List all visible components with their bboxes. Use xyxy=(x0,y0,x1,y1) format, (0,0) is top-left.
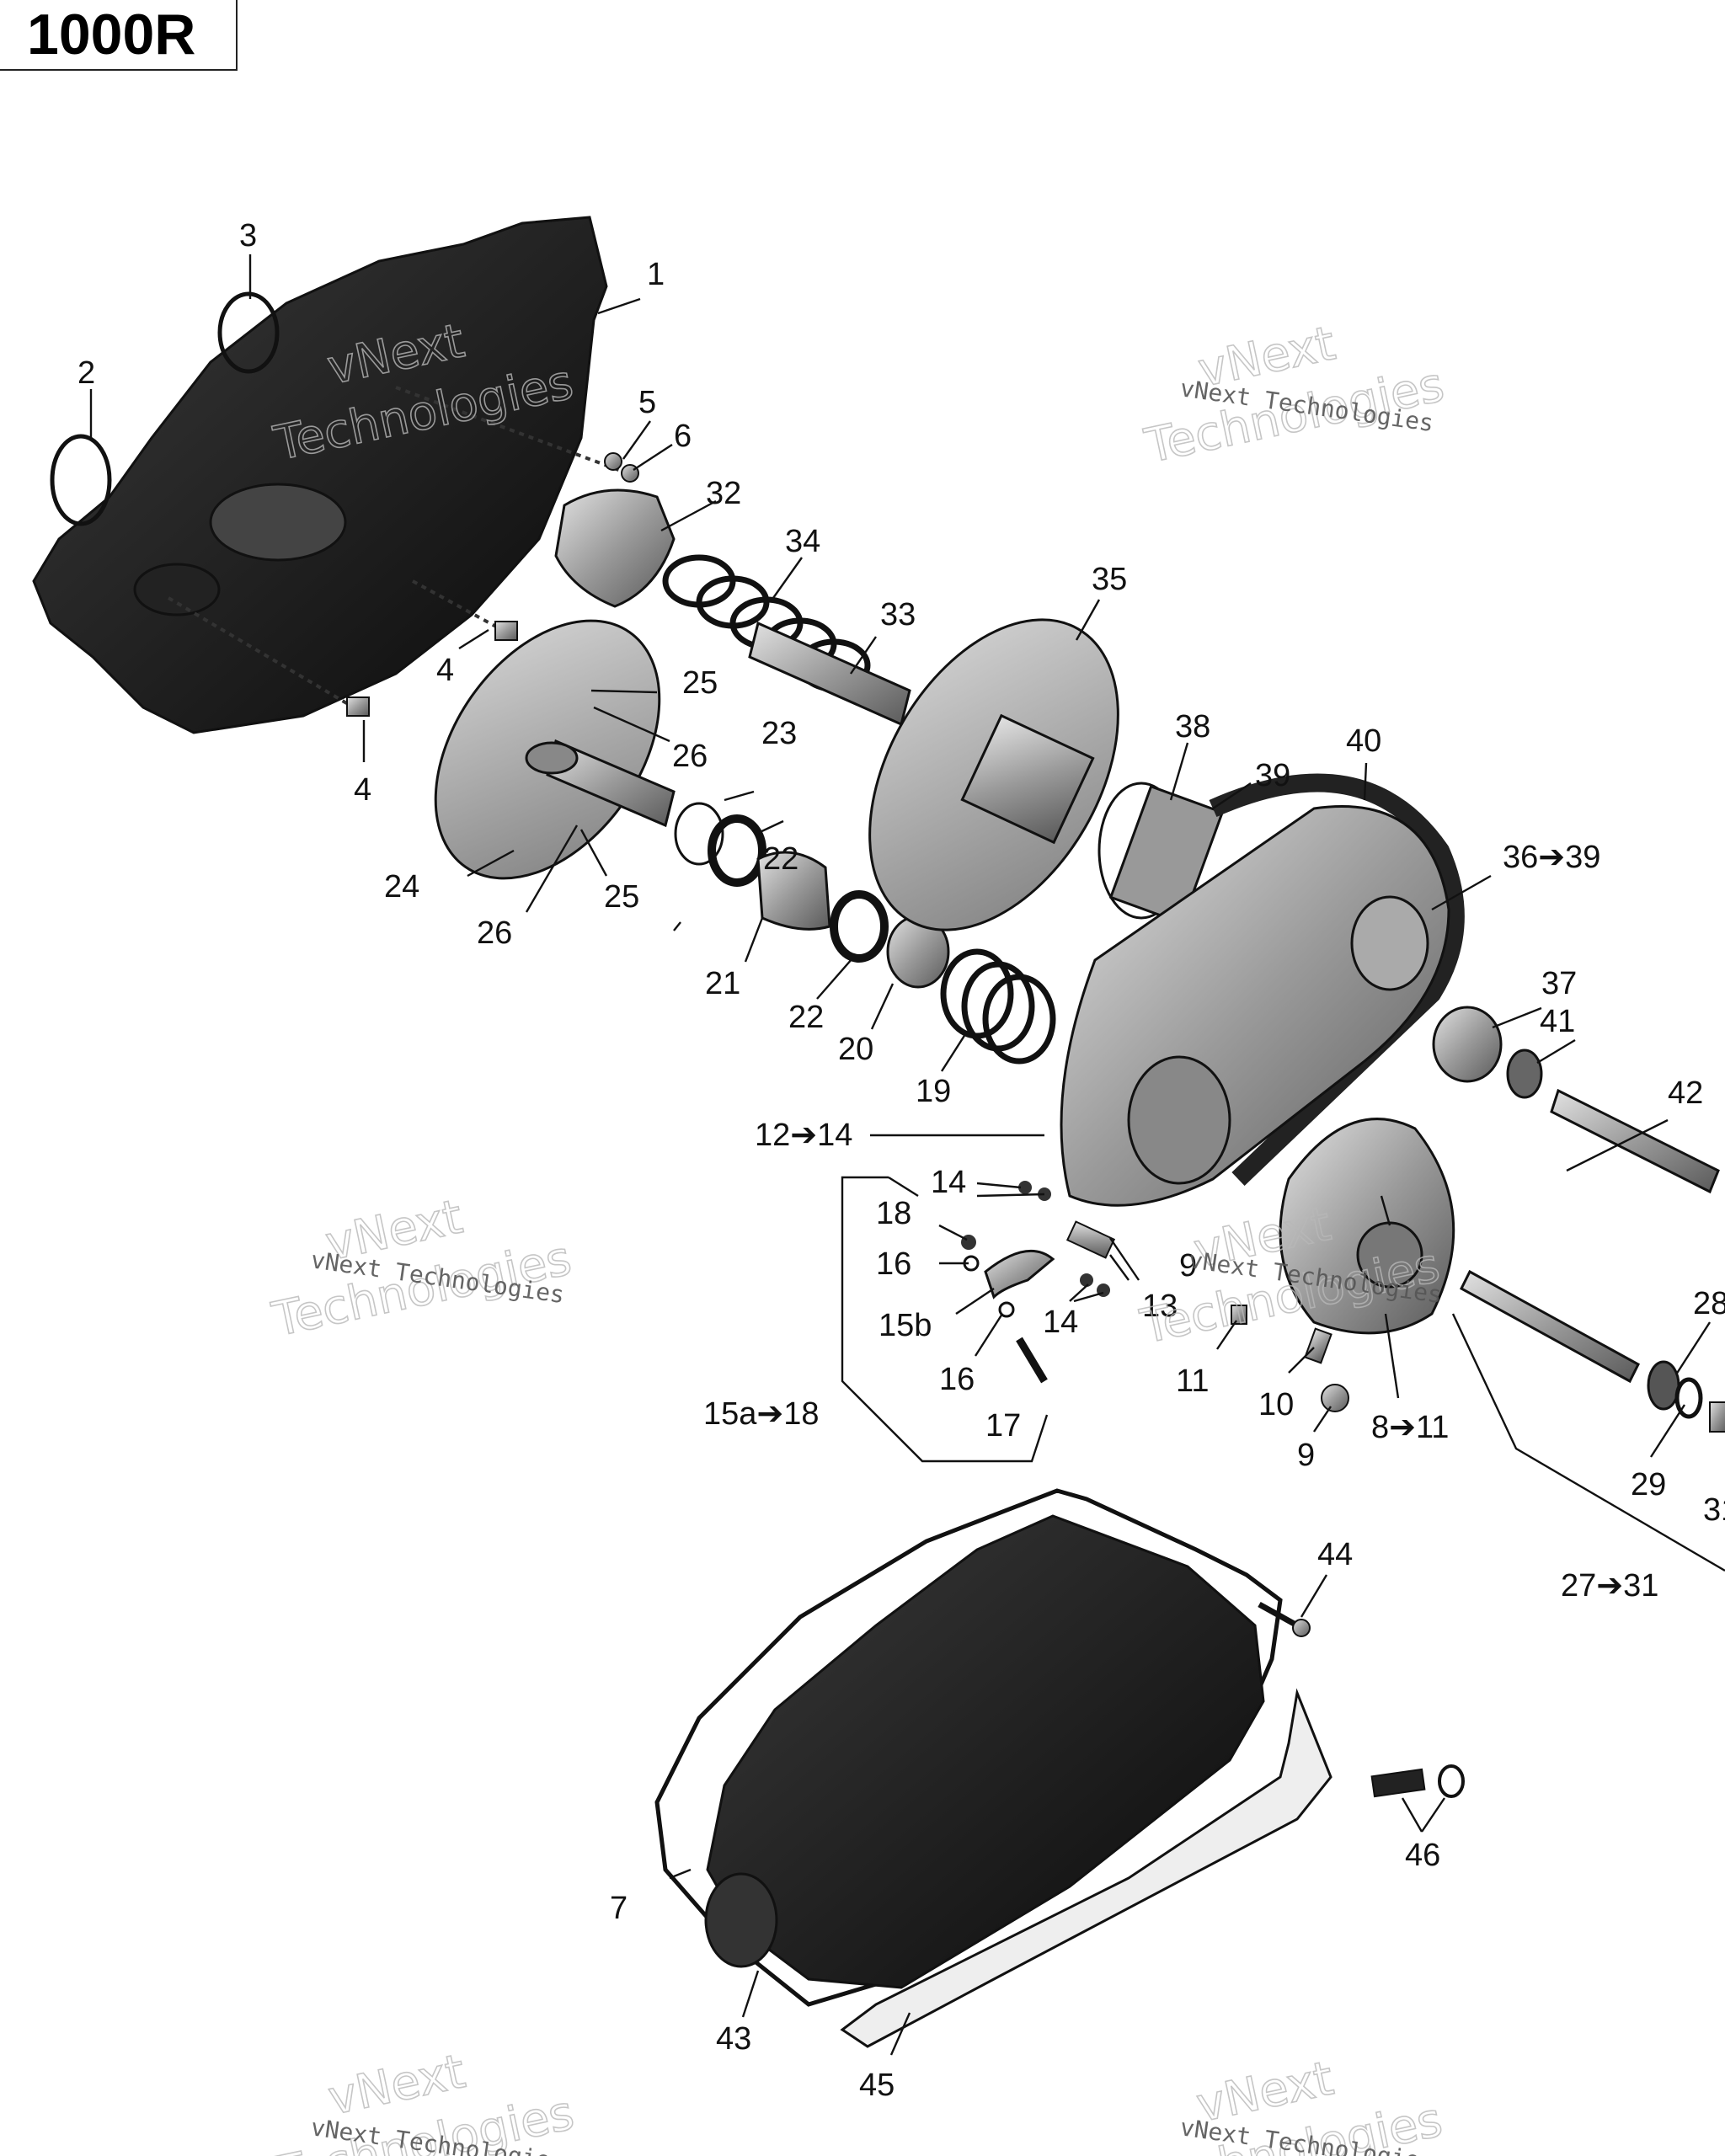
part-lever-group-13-18 xyxy=(961,1181,1116,1384)
callout: 41 xyxy=(1540,1004,1575,1039)
callout: 7 xyxy=(610,1891,628,1926)
part-fixed-sheave-24 xyxy=(434,619,676,880)
callout: 12➔14 xyxy=(755,1118,852,1153)
callout: 22 xyxy=(763,841,798,877)
bracket-15a-18-top xyxy=(888,1176,919,1198)
part-o-ring-3 xyxy=(217,291,280,374)
part-screws-4 xyxy=(167,579,518,717)
callout: 17 xyxy=(985,1408,1021,1444)
callout: 9 xyxy=(1179,1248,1197,1283)
part-cap-32 xyxy=(554,488,676,608)
part-washer-22b xyxy=(830,890,889,963)
callout: 24 xyxy=(384,869,419,905)
leader-lines xyxy=(89,254,1712,2056)
part-movable-sheave-35 xyxy=(868,618,1119,931)
callout: 20 xyxy=(838,1032,873,1067)
part-hose-46 xyxy=(1370,1764,1465,1798)
callout: 4 xyxy=(354,772,371,808)
callout: 28 xyxy=(1693,1286,1725,1321)
part-o-ring-2 xyxy=(50,434,112,526)
part-spring-19 xyxy=(940,948,1056,1065)
part-shaft-27 xyxy=(1460,1269,1725,1433)
callout: 27➔31 xyxy=(1561,1568,1658,1604)
callout: 13 xyxy=(1142,1289,1178,1324)
callout-labels: 1 2 3 4 4 5 6 7 8➔11 9 9 10 11 12➔14 13 … xyxy=(77,218,1725,2103)
callout: 37 xyxy=(1541,966,1577,1001)
bracket-27-31 xyxy=(1451,1313,1725,1572)
callout: 15a➔18 xyxy=(703,1396,820,1432)
part-circlip-23 xyxy=(674,802,724,866)
callout: 46 xyxy=(1405,1838,1440,1873)
part-drive-sheave-36 xyxy=(1060,805,1450,1207)
callout: 34 xyxy=(785,524,820,559)
callout: 16 xyxy=(876,1246,911,1282)
callout: 25 xyxy=(604,879,639,915)
callout: 2 xyxy=(77,355,95,391)
callout: 42 xyxy=(1668,1075,1703,1111)
callout: 44 xyxy=(1317,1537,1353,1572)
callout: 3 xyxy=(239,218,257,253)
callout: 25 xyxy=(682,665,718,701)
callout: 40 xyxy=(1346,723,1381,759)
callout: 21 xyxy=(705,966,740,1001)
part-washer-22a xyxy=(708,814,766,887)
part-belt-40 xyxy=(1209,773,1465,1186)
part-spider-8 xyxy=(1279,1118,1455,1335)
callout: 18 xyxy=(876,1196,911,1231)
part-inner-cover-43 xyxy=(704,1514,1265,1989)
callout: 45 xyxy=(859,2068,895,2103)
part-roller-9 xyxy=(1321,1384,1349,1412)
callout: 10 xyxy=(1258,1387,1294,1422)
callout: 1 xyxy=(647,257,665,292)
callout: 4 xyxy=(436,653,454,688)
part-bolt-42 xyxy=(1550,1088,1720,1194)
callout: 31 xyxy=(1703,1492,1725,1528)
part-bushing-11 xyxy=(1231,1305,1247,1325)
callout: 6 xyxy=(674,419,692,454)
part-bearing-37 xyxy=(1432,1006,1503,1083)
callout: 22 xyxy=(788,1000,824,1035)
callout: 14 xyxy=(1043,1305,1078,1340)
part-gasket-7 xyxy=(654,1488,1283,2007)
callout: 19 xyxy=(916,1074,951,1109)
callout: 38 xyxy=(1175,709,1210,744)
callout: 5 xyxy=(638,385,656,420)
callout: 29 xyxy=(1631,1467,1666,1502)
callout: 8➔11 xyxy=(1371,1410,1449,1445)
callout: 43 xyxy=(716,2021,751,2057)
callout: 23 xyxy=(761,716,797,751)
callout: 26 xyxy=(477,915,512,951)
part-bolt-44 xyxy=(1258,1601,1311,1637)
part-shaft-33 xyxy=(748,621,911,727)
bracket-15a-18 xyxy=(841,1176,1049,1463)
part-washer-41 xyxy=(1506,1049,1543,1099)
part-shield-45 xyxy=(840,1688,1332,2048)
watermarks: vNext Technologies vNext Technologies vN… xyxy=(267,312,1450,2156)
part-roller-set-39 xyxy=(1108,784,1225,926)
callout: 33 xyxy=(880,597,916,632)
callout: 39 xyxy=(1255,758,1290,793)
callout: 32 xyxy=(706,476,741,511)
callout: 35 xyxy=(1092,562,1127,597)
callout: 15b xyxy=(879,1308,932,1343)
callout: 26 xyxy=(672,739,708,774)
callout: 11 xyxy=(1176,1364,1209,1399)
part-pin-10 xyxy=(1304,1327,1332,1364)
callout: 9 xyxy=(1297,1438,1315,1473)
callout: 16 xyxy=(939,1362,975,1397)
callout: 14 xyxy=(931,1165,966,1200)
model-label: 1000R xyxy=(0,0,238,71)
callout: 36➔39 xyxy=(1503,840,1600,875)
